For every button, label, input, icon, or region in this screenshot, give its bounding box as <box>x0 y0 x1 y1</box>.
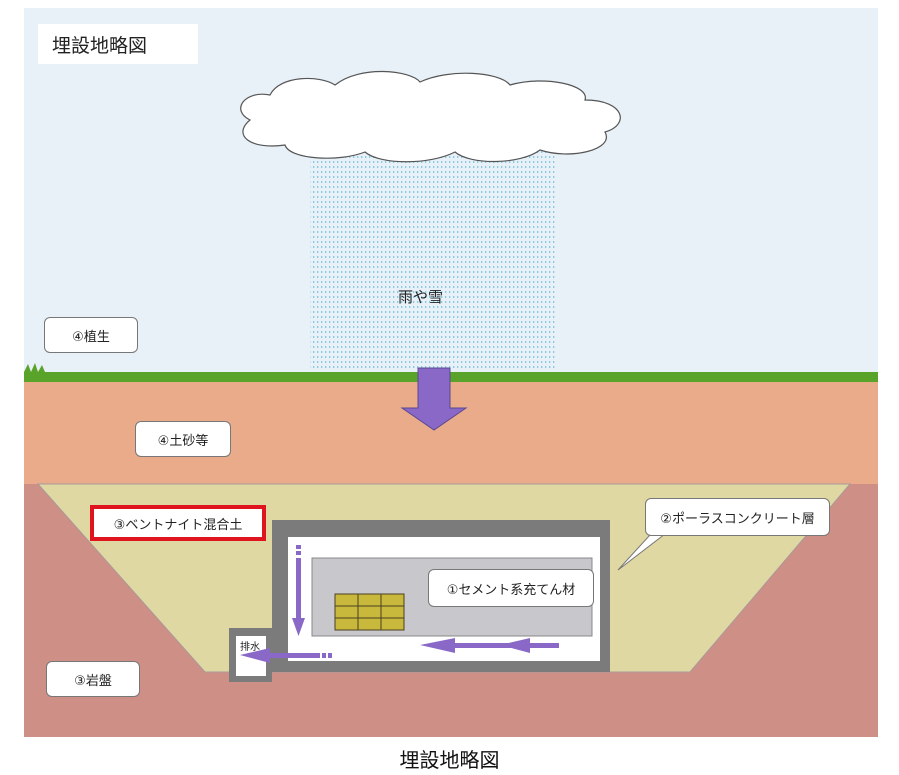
diagram-title: 埋設地略図 <box>38 24 198 64</box>
figure-caption: 埋設地略図 <box>399 748 500 772</box>
rain-area <box>310 140 556 370</box>
cement-filler-label: ①セメント系充てん材 <box>428 569 594 607</box>
drain-label: 排水 <box>240 642 260 653</box>
grass <box>24 363 878 382</box>
bentonite-label: ③ベントナイト混合土 <box>90 505 266 541</box>
soil-label: ④土砂等 <box>135 421 231 457</box>
bedrock-label: ③岩盤 <box>46 661 140 697</box>
down-arrow-icon <box>400 367 468 431</box>
porous-concrete-label: ②ポーラスコンクリート層 <box>645 498 830 536</box>
waste-package-grid <box>334 593 405 631</box>
vegetation-label: ④植生 <box>44 317 138 353</box>
flow-arrows <box>240 545 559 663</box>
cloud-icon <box>240 70 621 163</box>
rain-label: 雨や雪 <box>398 288 444 306</box>
